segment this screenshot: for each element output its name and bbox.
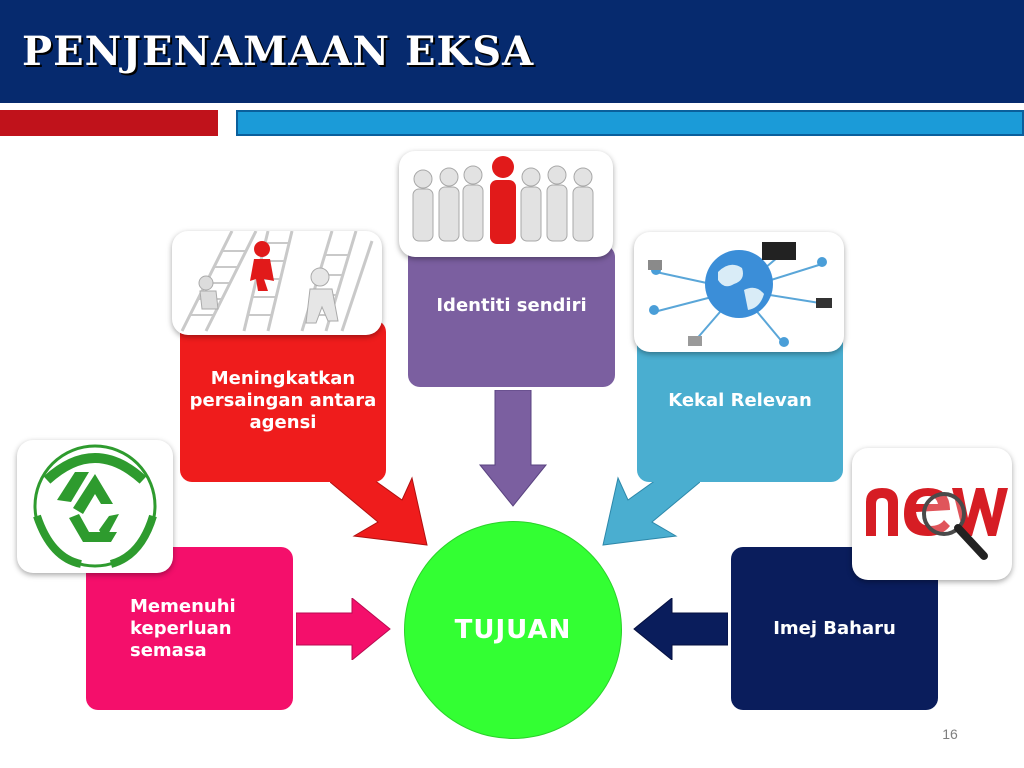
recycle-icon xyxy=(17,440,173,573)
arrow-from-memenuhi xyxy=(296,598,391,660)
box-memenuhi-line-2: keperluan xyxy=(130,617,232,639)
page-number: 16 xyxy=(942,726,958,742)
box-identiti-line-1: Identiti sendiri xyxy=(436,295,587,316)
ladder-race-icon xyxy=(172,231,382,335)
center-label: TUJUAN xyxy=(454,615,572,645)
leader-people-icon xyxy=(399,151,613,257)
box-memenuhi-line-1: Memenuhi xyxy=(130,595,236,617)
box-meningkatkan-persaingan: Meningkatkan persaingan antara agensi xyxy=(180,320,386,482)
box-imej-line-1: Imej Baharu xyxy=(773,617,896,639)
box-memenuhi-keperluan: Memenuhi keperluan semasa xyxy=(86,547,293,710)
box-identiti-sendiri: Identiti sendiri xyxy=(408,245,615,387)
box-persaingan-line-1: Meningkatkan xyxy=(210,368,356,389)
box-relevan-line-1: Kekal Relevan xyxy=(668,390,812,411)
slide-title: PENJENAMAAN EKSA xyxy=(22,28,535,75)
accent-bar-red xyxy=(0,110,218,136)
arrow-from-identiti xyxy=(478,390,548,507)
globe-network-icon xyxy=(634,232,844,352)
new-magnifier-icon xyxy=(852,448,1012,580)
arrow-from-persaingan xyxy=(330,470,428,546)
box-memenuhi-line-3: semasa xyxy=(130,639,207,661)
box-persaingan-line-2: persaingan antara xyxy=(189,390,377,411)
center-goal-circle: TUJUAN xyxy=(405,522,621,738)
arrow-from-imej xyxy=(633,598,728,660)
header-banner: PENJENAMAAN EKSA xyxy=(0,0,1024,103)
box-persaingan-line-3: agensi xyxy=(249,412,317,433)
accent-bar-blue xyxy=(236,110,1024,136)
arrow-from-relevan xyxy=(602,470,700,546)
